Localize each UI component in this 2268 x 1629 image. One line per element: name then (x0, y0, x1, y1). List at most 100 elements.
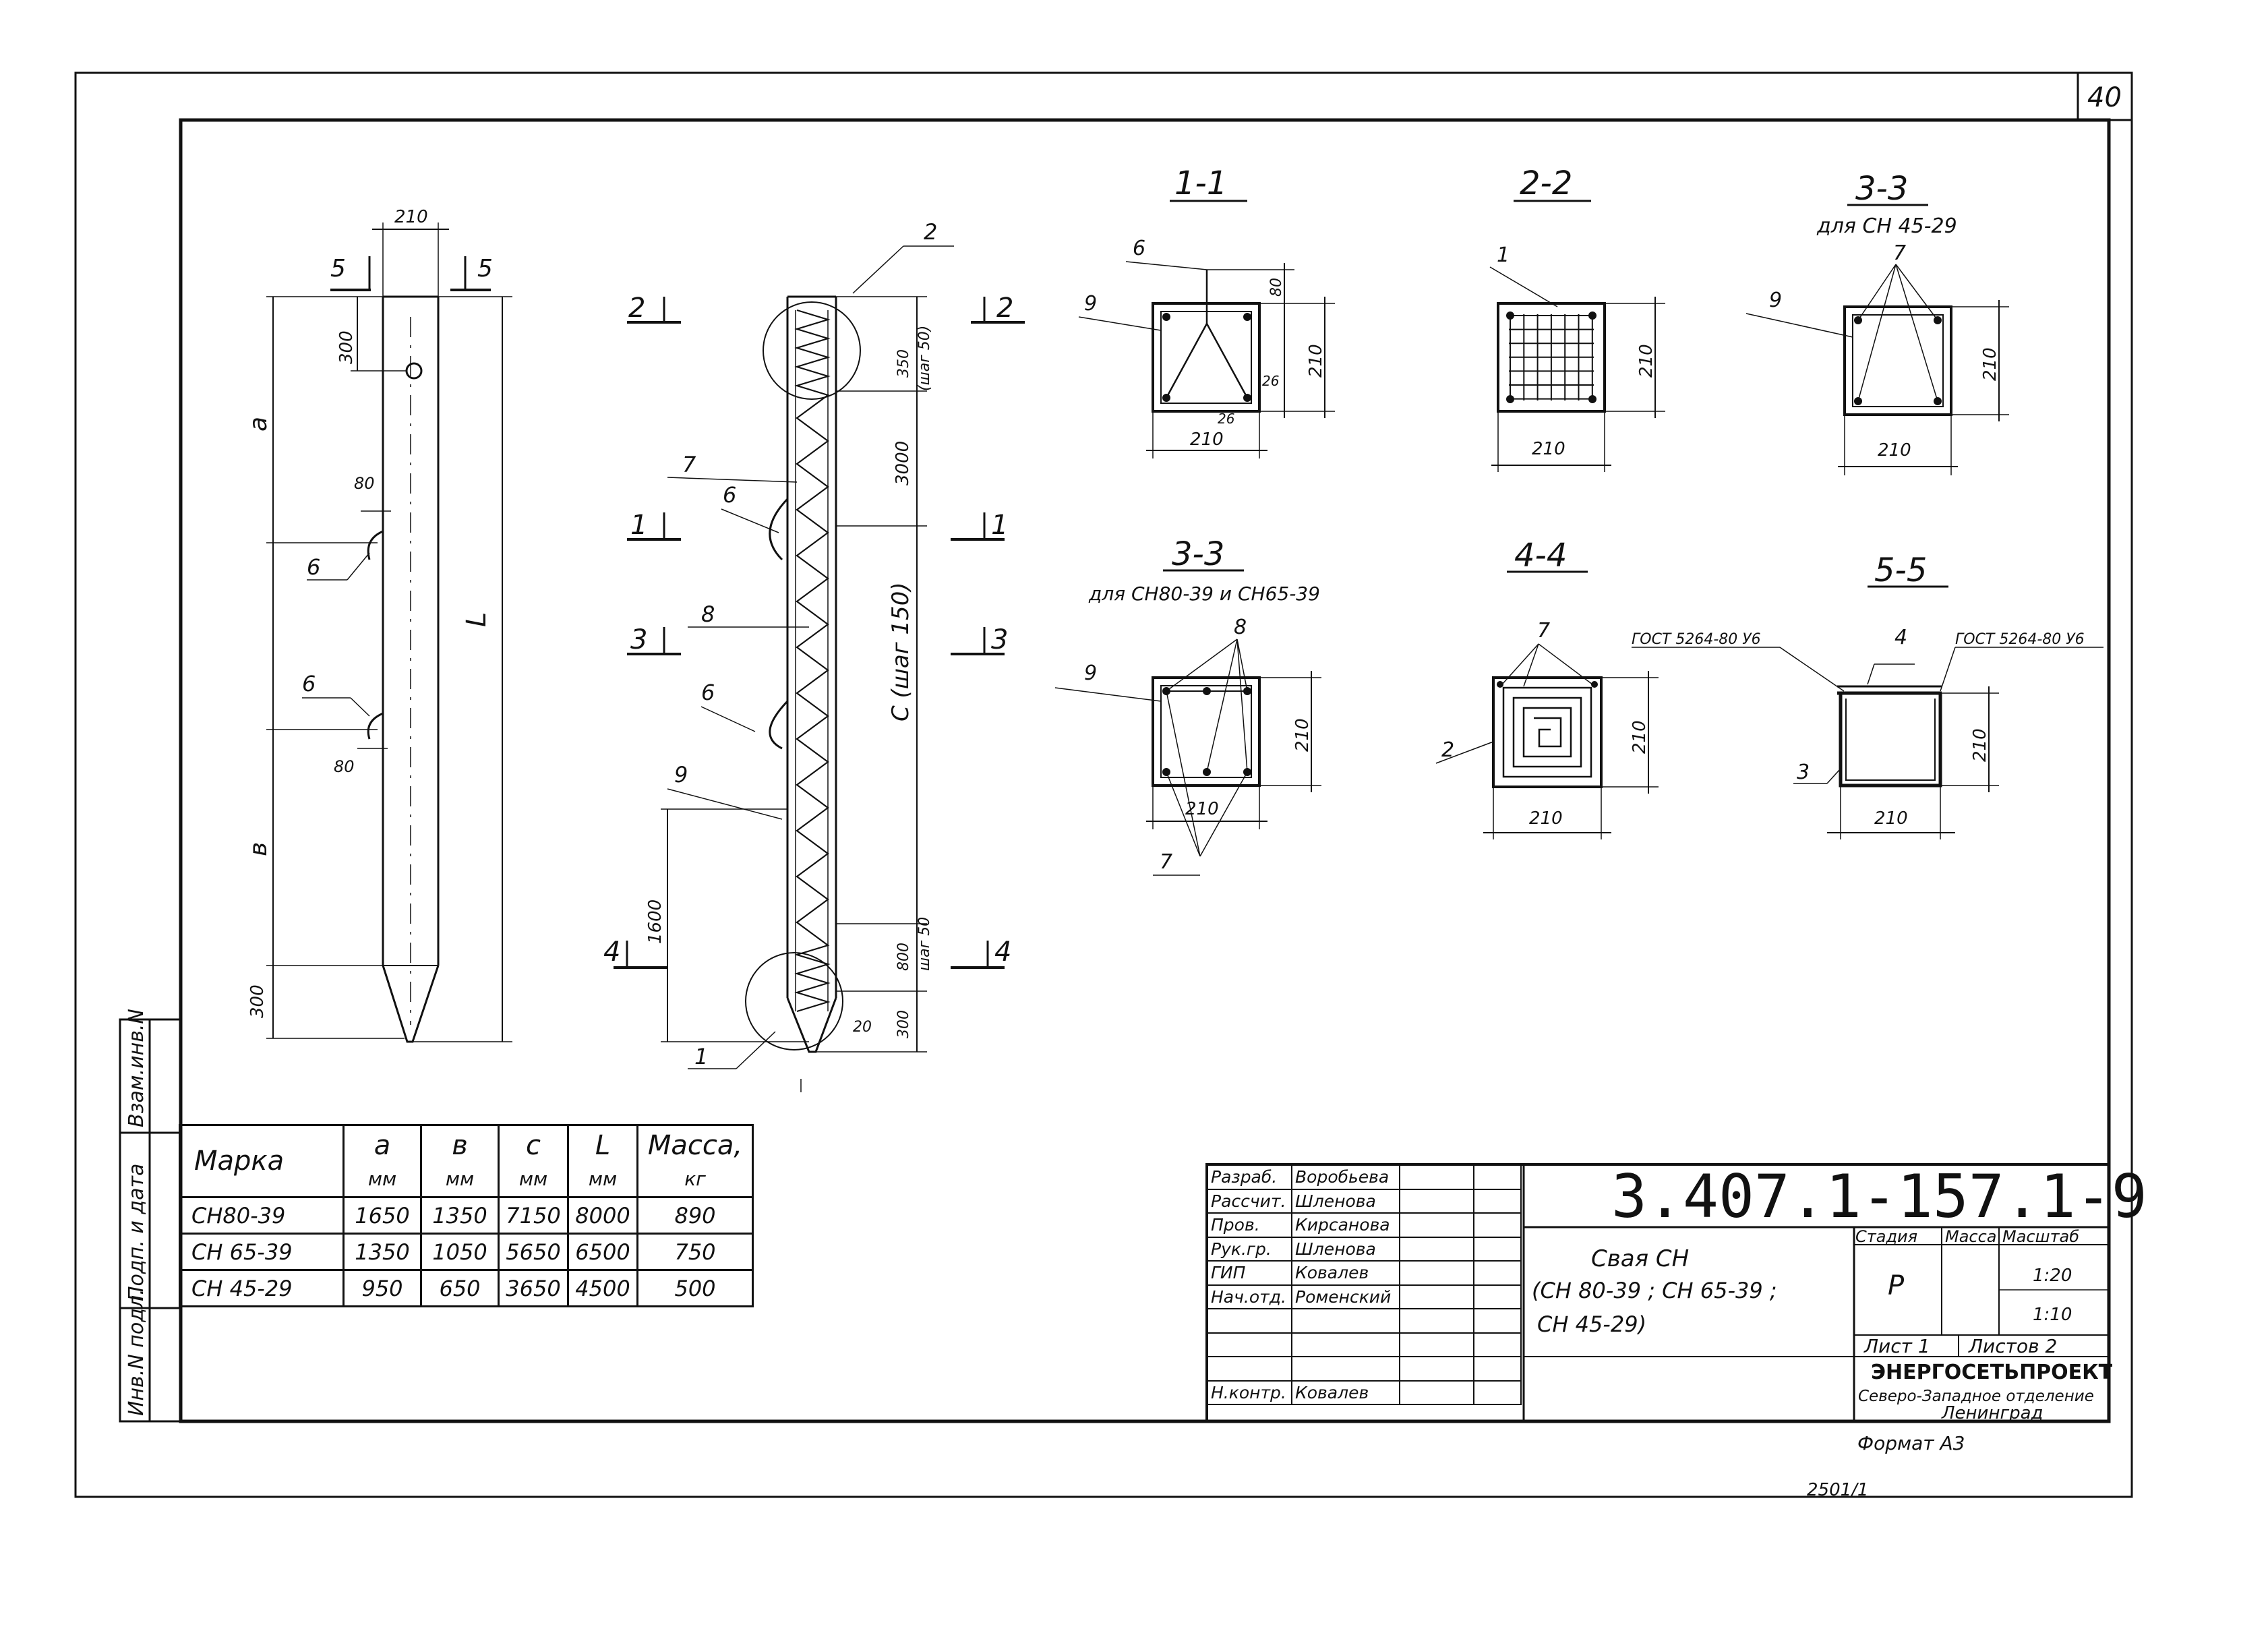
dim-b: в (245, 842, 272, 856)
name-cell: Шленова (1291, 1236, 1400, 1262)
sign-cell (1399, 1332, 1474, 1357)
rebar-pos-8: 8 (701, 601, 715, 627)
s11-pos-9: 9 (1084, 292, 1097, 316)
table-cell: 5650 (498, 1233, 569, 1271)
table-row: СН 65-39 1350 1050 5650 6500 750 (179, 1233, 754, 1271)
header-mass-label: Масса, (647, 1130, 743, 1161)
scale-1: 1:20 (2033, 1266, 2072, 1286)
stage-label: Стадия (1855, 1227, 1917, 1246)
s11-dim-26a: 26 (1262, 373, 1279, 389)
s22-dim-210-v: 210 (1636, 344, 1657, 378)
table-cell: 750 (636, 1233, 754, 1271)
date-cell (1473, 1332, 1522, 1357)
footer-code: 2501/1 (1807, 1480, 1868, 1500)
date-cell (1473, 1260, 1522, 1286)
name-cell: Шленова (1291, 1188, 1400, 1214)
dim-300-bottom: 300 (247, 984, 268, 1018)
dim-300: 300 (895, 1010, 912, 1038)
s33b-dim-210-h: 210 (1185, 799, 1219, 819)
table-cell: 950 (342, 1269, 422, 1307)
s33a-subtitle: для СН 45-29 (1816, 214, 1957, 238)
s33a-title: 3-3 (1855, 170, 1908, 208)
signature-row: Рассчит.Шленова (1207, 1188, 1522, 1214)
sign-cell (1399, 1164, 1474, 1190)
header-mark: Марка (179, 1124, 345, 1198)
signature-row: Разраб.Воробьева (1207, 1164, 1522, 1190)
s11-dim-80: 80 (1268, 278, 1285, 297)
dim-1600: 1600 (645, 899, 665, 944)
product-line-3: СН 45-29) (1537, 1311, 1646, 1337)
s11-dim-26b: 26 (1218, 411, 1234, 427)
name-cell (1291, 1332, 1400, 1357)
s55-dim-210-h: 210 (1874, 808, 1908, 829)
dim-a: a (245, 417, 272, 432)
section-1-1-title: 1-1 (1174, 165, 1227, 202)
s22-pos-1: 1 (1497, 243, 1510, 267)
section-3-left: 3 (630, 624, 647, 655)
date-cell (1473, 1308, 1522, 1334)
dim-C: С (шаг 150) (887, 582, 914, 721)
signature-row (1207, 1308, 1522, 1334)
section-2-left: 2 (628, 293, 645, 324)
header-b-unit: мм (445, 1168, 475, 1190)
signature-row (1207, 1332, 1522, 1357)
role-cell: Н.контр. (1207, 1380, 1292, 1405)
s55-gost-right: ГОСТ 5264-80 У6 (1955, 631, 2085, 648)
signature-row: Н.контр.Ковалев (1207, 1380, 1522, 1405)
s55-gost-left: ГОСТ 5264-80 У6 (1632, 631, 1761, 648)
s33b-dim-210-v: 210 (1292, 718, 1313, 752)
s55-dim-210-v: 210 (1970, 728, 1990, 762)
date-cell (1473, 1212, 1522, 1238)
section-1-left: 1 (630, 510, 647, 541)
pos-6-lower: 6 (302, 671, 316, 697)
outer-frame (74, 71, 2133, 1498)
section-4-4-title: 4-4 (1514, 537, 1567, 574)
org-city: Ленинград (1941, 1403, 2043, 1423)
header-mass: Масса,кг (636, 1124, 754, 1198)
rebar-pos-9: 9 (674, 762, 688, 788)
section-1-right: 1 (991, 510, 1008, 541)
header-a-label: a (374, 1130, 391, 1161)
table-cell: 7150 (498, 1196, 569, 1235)
s22-dim-210-h: 210 (1532, 439, 1565, 459)
date-cell (1473, 1188, 1522, 1214)
sign-cell (1399, 1188, 1474, 1214)
rebar-pos-2: 2 (924, 219, 937, 245)
role-cell: Пров. (1207, 1212, 1292, 1238)
s33b-pos-8: 8 (1234, 616, 1247, 639)
role-cell: Рук.гр. (1207, 1236, 1292, 1262)
role-cell: Нач.отд. (1207, 1284, 1292, 1309)
signature-row: Рук.гр.Шленова (1207, 1236, 1522, 1262)
product-title: Свая СН (1591, 1245, 1689, 1272)
date-cell (1473, 1284, 1522, 1309)
s11-pos-6: 6 (1133, 237, 1145, 260)
sheet-number: 40 (2087, 82, 2122, 113)
dim-L: L (461, 612, 492, 627)
header-L-unit: мм (588, 1168, 618, 1190)
table-cell: СН 65-39 (179, 1233, 345, 1271)
pile-rebar-view: 2 7 6 8 6 9 1 350 (шаг 50) 3000 С (шаг 1… (603, 219, 1025, 1092)
s44-dim-210-h: 210 (1529, 808, 1563, 829)
table-cell: 1050 (420, 1233, 500, 1271)
s33a-dim-210-h: 210 (1878, 440, 1911, 461)
section-3-right: 3 (991, 624, 1008, 655)
table-cell: 4500 (567, 1269, 638, 1307)
org-branch: Северо-Западное отделение (1858, 1388, 2094, 1405)
table-cell: 500 (636, 1269, 754, 1307)
name-cell: Ковалев (1291, 1380, 1400, 1405)
name-cell (1291, 1308, 1400, 1334)
sheet-number-box (2077, 71, 2133, 121)
sign-cell (1399, 1284, 1474, 1309)
section-5-left: 5 (330, 255, 346, 283)
name-cell: Ковалев (1291, 1260, 1400, 1286)
table-cell: СН 45-29 (179, 1269, 345, 1307)
section-5-5-title: 5-5 (1874, 552, 1927, 589)
sign-cell (1399, 1260, 1474, 1286)
